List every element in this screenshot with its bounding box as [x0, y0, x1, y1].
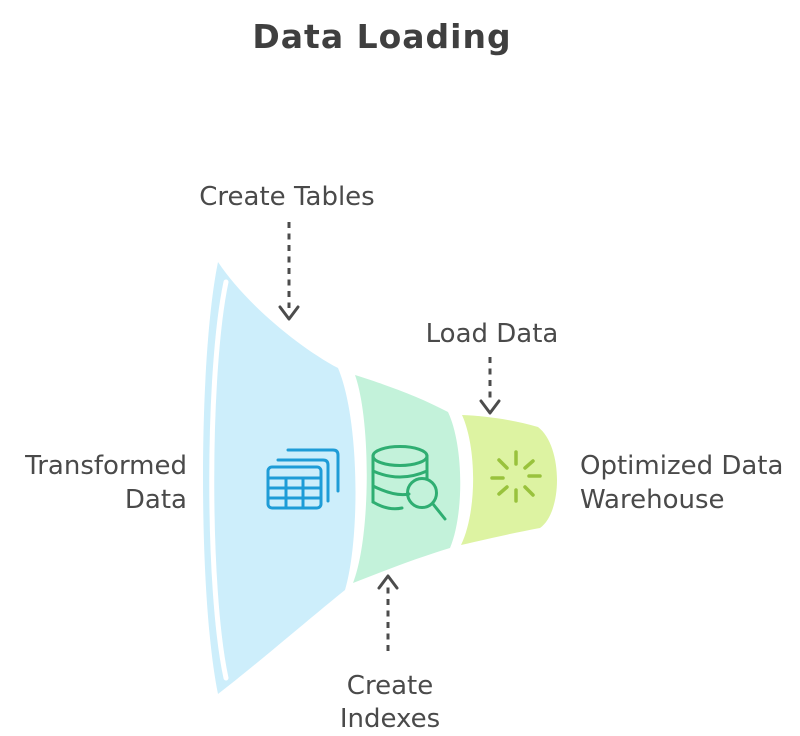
create-indexes-label-line2: Indexes [340, 704, 440, 734]
load-data-label: Load Data [426, 319, 559, 349]
sparkle-spinner-icon [490, 450, 542, 503]
database-search-icon [371, 445, 447, 521]
funnel-mouth-highlight [209, 279, 229, 681]
load-data-arrow [479, 357, 501, 415]
annotation-arrows [278, 222, 501, 651]
create-indexes-label-line1: Create [347, 671, 433, 701]
output-label-line1: Optimized Data [580, 451, 783, 481]
input-label-line2: Data [125, 485, 187, 515]
funnel-stage-load-data [461, 415, 558, 545]
create-tables-label: Create Tables [199, 182, 374, 212]
tables-icon [266, 448, 340, 510]
funnel-stage-create-indexes [353, 375, 461, 583]
create-tables-arrow [278, 222, 300, 321]
page-title: Data Loading [252, 17, 511, 56]
input-label-line1: Transformed [24, 451, 187, 481]
output-label-line2: Warehouse [580, 485, 725, 515]
create-indexes-arrow [377, 574, 399, 651]
annotation-labels: Create Tables Load Data Create Indexes T… [24, 182, 783, 734]
